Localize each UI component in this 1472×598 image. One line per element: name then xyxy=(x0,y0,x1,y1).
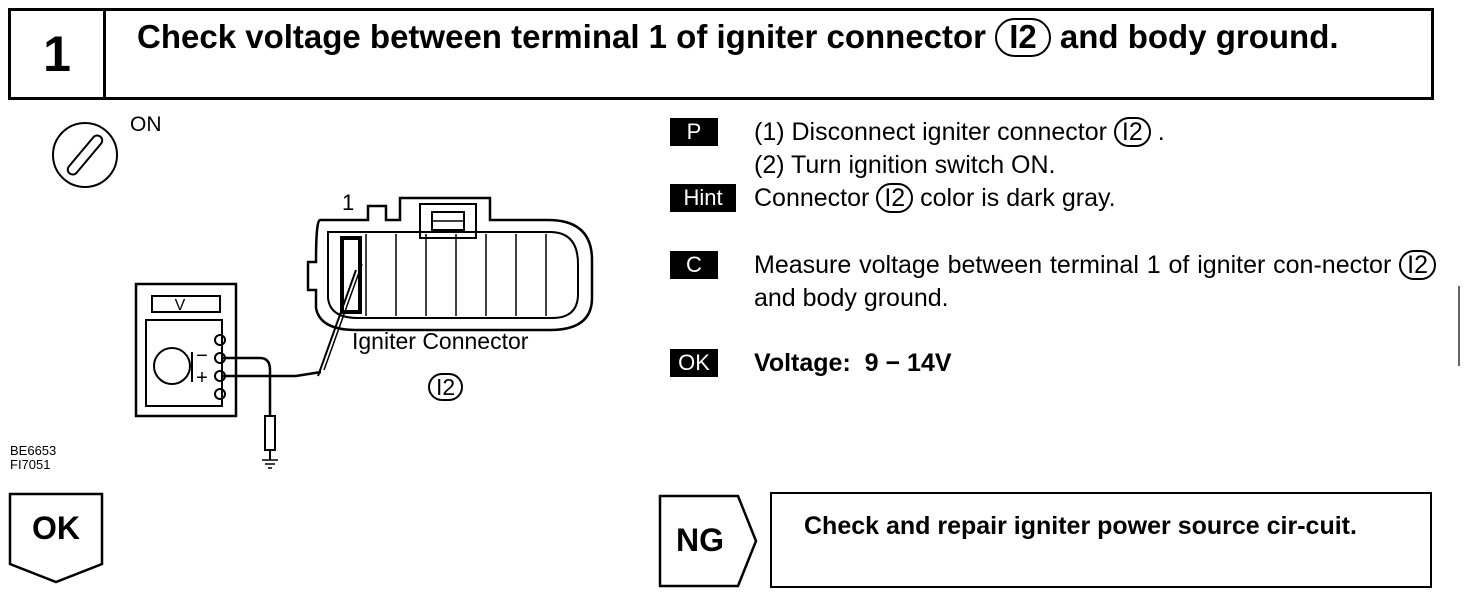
test-wire-positive xyxy=(222,370,322,378)
figure-codes: BE6653 FI7051 xyxy=(10,444,56,472)
connector-cavities xyxy=(365,234,547,316)
voltmeter-dial xyxy=(153,347,191,385)
terminal-1-label: 1 xyxy=(342,190,354,215)
ng-result-label: NG xyxy=(676,522,724,558)
probe-lead xyxy=(317,269,357,377)
ground-symbol xyxy=(262,459,278,469)
check-tag: C xyxy=(670,251,718,279)
ng-action-box: Check and repair igniter power source ci… xyxy=(770,492,1432,588)
ng-result-arrow: NG xyxy=(658,494,758,588)
voltmeter-v-label: V xyxy=(175,297,186,314)
hint-connector-code: I2 xyxy=(876,183,914,214)
igniter-connector-label: Igniter Connector xyxy=(352,328,529,354)
step-number: 1 xyxy=(11,11,106,97)
wiring-diagram: 1 V − + xyxy=(134,190,594,469)
figure-code-2: FI7051 xyxy=(10,457,51,472)
step-title-text: Check voltage between terminal 1 of igni… xyxy=(137,18,987,55)
hint-tag: Hint xyxy=(670,184,736,212)
test-wire-negative xyxy=(222,356,272,416)
connector-inner xyxy=(327,231,579,319)
diagram-connector-code: I2 xyxy=(428,373,464,402)
figure-code-1: BE6653 xyxy=(10,443,57,458)
connector-code-badge: I2 xyxy=(995,18,1051,57)
ignition-on-label: ON xyxy=(130,113,162,136)
margin-mark xyxy=(1458,286,1460,366)
plus-label: + xyxy=(196,367,208,389)
voltmeter-body xyxy=(134,282,238,418)
connector-outline xyxy=(306,196,594,332)
check-text: Measure voltage between terminal 1 of ig… xyxy=(754,249,1436,315)
ground-probe xyxy=(264,415,276,451)
voltmeter-jacks xyxy=(214,334,226,400)
ignition-key-icon xyxy=(52,122,118,188)
ok-result-arrow: OK xyxy=(8,492,104,584)
ok-spec-text: Voltage: 9 − 14V xyxy=(754,349,952,377)
connector-lock-tab xyxy=(419,203,477,239)
step-header: 1 Check voltage between terminal 1 of ig… xyxy=(8,8,1434,100)
prep-tag: P xyxy=(670,118,718,146)
hint-text: Connector I2 color is dark gray. xyxy=(754,183,1116,214)
prep-step-2: (2) Turn ignition switch ON. xyxy=(754,151,1056,179)
step-title-text-end: and body ground. xyxy=(1059,18,1339,55)
minus-label: − xyxy=(196,345,208,367)
step-title: Check voltage between terminal 1 of igni… xyxy=(137,17,1405,57)
voltmeter-display xyxy=(151,295,221,313)
ok-tag: OK xyxy=(670,349,718,377)
check-connector-code: I2 xyxy=(1399,250,1436,281)
prep-connector-code: I2 xyxy=(1113,117,1151,148)
prep-step-1: (1) Disconnect igniter connector I2 . xyxy=(754,117,1165,148)
ok-result-label: OK xyxy=(32,510,80,546)
